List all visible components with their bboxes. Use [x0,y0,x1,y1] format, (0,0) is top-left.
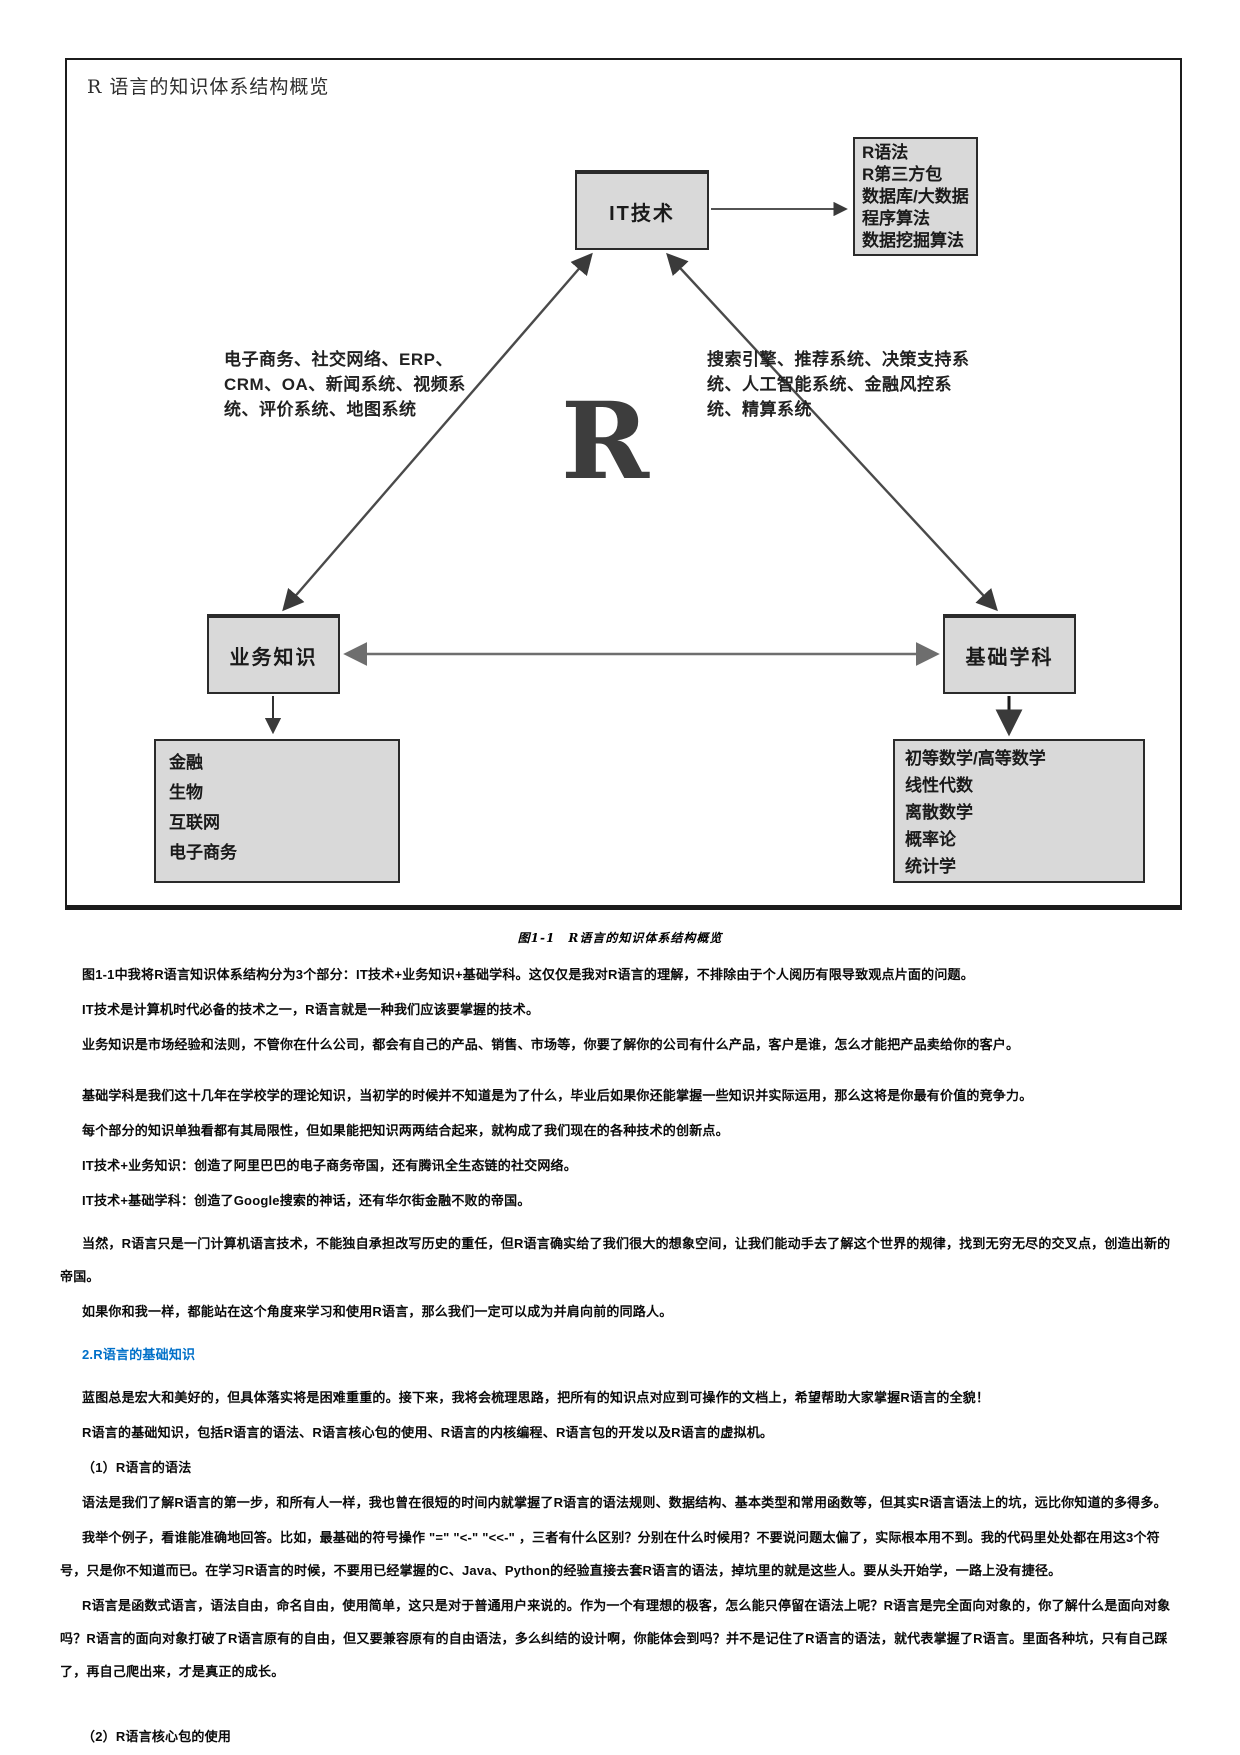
node-basic-label: 基础学科 [965,646,1054,669]
it-detail-box: R语法 R第三方包 数据库/大数据 程序算法 数据挖掘算法 [853,137,978,256]
it-detail-line: 程序算法 [862,209,930,228]
paragraph: 如果你和我一样，都能站在这个角度来学习和使用R语言，那么我们一定可以成为并肩向前… [82,1304,673,1319]
section-heading: 2.R语言的基础知识 [82,1347,196,1362]
spacer [60,1063,1182,1079]
node-it-technology: IT技术 [575,170,709,250]
it-detail-line: R第三方包 [862,165,943,184]
paragraph: R语言是函数式语言，语法自由，命名自由，使用简单，这只是对于普通用户来说的。作为… [60,1598,1171,1679]
paragraph: IT技术+基础学科：创造了Google搜索的神话，还有华尔街金融不败的帝国。 [82,1193,531,1208]
it-detail-line: 数据库/大数据 [862,187,969,206]
business-detail-line: 互联网 [169,813,220,832]
paragraph: 业务知识是市场经验和法则，不管你在什么公司，都会有自己的产品、销售、市场等，你要… [82,1037,1020,1052]
business-detail-line: 电子商务 [169,843,237,862]
edge-note-business-it: 电子商务、社交网络、ERP、CRM、OA、新闻系统、视频系统、评价系统、地图系统 [224,350,466,419]
paragraph: （2）R语言核心包的使用 [82,1729,232,1744]
spacer [60,1373,1182,1381]
paragraph: IT技术+业务知识：创造了阿里巴巴的电子商务帝国，还有腾讯全生态链的社交网络。 [82,1158,577,1173]
paragraph: 我举个例子，看谁能准确地回答。比如，最基础的符号操作 "=" "<-" "<<-… [60,1530,1160,1578]
basic-detail-line: 统计学 [905,857,956,876]
paragraph: IT技术是计算机时代必备的技术之一，R语言就是一种我们应该要掌握的技术。 [82,1002,540,1017]
big-r-letter: R [560,378,650,503]
node-basic-discipline: 基础学科 [943,614,1076,694]
spacer [60,1219,1182,1227]
basic-detail-box: 初等数学/高等数学 线性代数 离散数学 概率论 统计学 [893,739,1145,883]
spacer [60,1690,1182,1720]
business-detail-line: 生物 [169,783,203,802]
article-body: 图1-1中我将R语言知识体系结构分为3个部分：IT技术+业务知识+基础学科。这仅… [60,958,1182,1755]
it-detail-line: 数据挖掘算法 [862,231,964,250]
knowledge-structure-figure: R 语言的知识体系结构概览 IT技术 业务知识 基础学科 R语法 R第三方包 数… [65,58,1182,910]
paragraph: 语法是我们了解R语言的第一步，和所有人一样，我也曾在很短的时间内就掌握了R语言的… [82,1495,1167,1510]
figure-title: R 语言的知识体系结构概览 [87,76,330,98]
basic-detail-line: 离散数学 [905,803,973,822]
paragraph: 图1-1中我将R语言知识体系结构分为3个部分：IT技术+业务知识+基础学科。这仅… [82,967,974,982]
basic-detail-line: 线性代数 [905,776,973,795]
business-detail-line: 金融 [169,753,203,772]
arrow-it-basic [666,252,998,612]
business-detail-box: 金融 生物 互联网 电子商务 [154,739,400,883]
arrow-it-business [282,252,593,612]
basic-detail-line: 概率论 [905,830,956,849]
node-business-label: 业务知识 [229,646,318,669]
spacer [60,1330,1182,1338]
edge-note-it-basic: 搜索引擎、推荐系统、决策支持系统、人工智能系统、金融风控系统、精算系统 [707,350,970,419]
paragraph: （1）R语言的语法 [82,1460,192,1475]
node-it-label: IT技术 [609,202,675,225]
basic-detail-line: 初等数学/高等数学 [905,749,1046,768]
figure-caption: 图1-1 R语言的知识体系结构概览 [517,931,723,945]
paragraph: 蓝图总是宏大和美好的，但具体落实将是困难重重的。接下来，我将会梳理思路，把所有的… [82,1390,990,1405]
paragraph: 基础学科是我们这十几年在学校学的理论知识，当初学的时候并不知道是为了什么，毕业后… [82,1088,1033,1103]
paragraph: 每个部分的知识单独看都有其局限性，但如果能把知识两两结合起来，就构成了我们现在的… [82,1123,729,1138]
paragraph: R语言的基础知识，包括R语言的语法、R语言核心包的使用、R语言的内核编程、R语言… [82,1425,774,1440]
figure-arrows [264,201,1023,737]
node-business-knowledge: 业务知识 [207,614,340,694]
paragraph: 当然，R语言只是一门计算机语言技术，不能独自承担改写历史的重任，但R语言确实给了… [60,1236,1171,1284]
it-detail-line: R语法 [862,143,909,162]
